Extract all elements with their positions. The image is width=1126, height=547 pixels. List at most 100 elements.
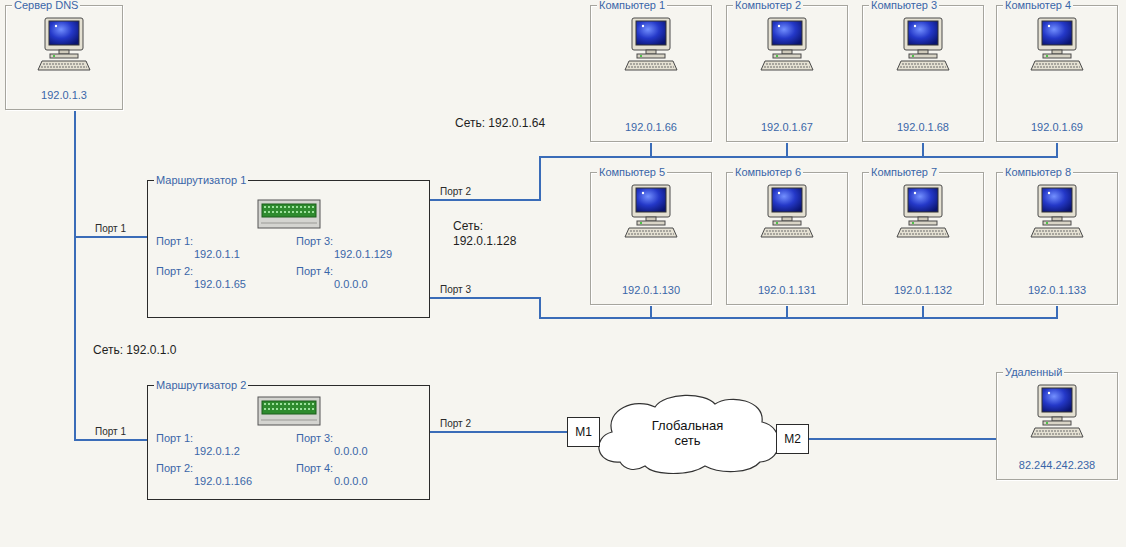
- port-cell: Порт 1:192.0.1.2: [156, 432, 296, 458]
- router-port: [300, 206, 302, 208]
- router-port: [272, 403, 274, 405]
- computer-box: Компьютер 4192.0.1.69: [996, 5, 1118, 142]
- monitor-base: [637, 54, 665, 58]
- monitor-stand: [782, 50, 792, 54]
- router-port: [300, 211, 302, 213]
- router-box: Маршрутизатор 2Порт 1:192.0.1.2Порт 3:0.…: [147, 385, 430, 500]
- power-led: [1046, 422, 1048, 424]
- screen-glint: [642, 192, 644, 194]
- monitor-base: [1043, 54, 1071, 58]
- ip-address: 0.0.0.0: [334, 445, 368, 458]
- keyboard: [761, 228, 813, 237]
- monitor-base: [773, 54, 801, 58]
- keyboard: [897, 61, 949, 70]
- router-port: [268, 206, 270, 208]
- port-cell: Порт 3:192.0.1.129: [296, 235, 432, 261]
- label-holder: Порт 2: [440, 418, 471, 430]
- network-cable: [430, 142, 923, 200]
- power-led: [776, 222, 778, 224]
- port-name: Порт 3:: [296, 235, 333, 248]
- router-panel: [262, 204, 316, 217]
- box-title: Удаленный: [1003, 366, 1064, 379]
- keyboard-keys: [1034, 64, 1080, 67]
- router-port: [312, 211, 314, 213]
- screen-glint: [1048, 392, 1050, 394]
- monitor-stand: [646, 50, 656, 54]
- port-cell: Порт 4:0.0.0.0: [296, 462, 432, 488]
- box-title: Маршрутизатор 1: [154, 174, 248, 187]
- monitor-base: [1043, 221, 1071, 225]
- modem-box: M1: [567, 417, 600, 447]
- monitor-screen: [1042, 188, 1072, 212]
- ip-address: 192.0.1.67: [761, 121, 813, 134]
- computer-box: Компьютер 8192.0.1.133: [996, 172, 1118, 305]
- computer-icon: [623, 17, 679, 71]
- screen-glint: [55, 25, 57, 27]
- keyboard-keys: [900, 64, 946, 67]
- monitor-screen: [636, 21, 666, 45]
- port-table: Порт 1:192.0.1.2Порт 3:0.0.0.0Порт 2:192…: [156, 432, 432, 488]
- modem-label: M1: [575, 425, 592, 439]
- monitor-stand: [1052, 217, 1062, 221]
- network-cable: [430, 298, 1057, 318]
- router-icon: [257, 199, 321, 229]
- keyboard: [1031, 61, 1083, 70]
- power-led: [912, 222, 914, 224]
- router-port: [264, 408, 266, 410]
- router-panel: [262, 401, 316, 414]
- ip-address: 192.0.1.68: [897, 121, 949, 134]
- computer-box: Компьютер 7192.0.1.132: [862, 172, 984, 305]
- monitor-frame: [768, 185, 806, 217]
- monitor-base: [909, 221, 937, 225]
- computer-icon: [759, 184, 815, 238]
- box-title: Компьютер 6: [733, 166, 803, 179]
- power-led: [912, 55, 914, 57]
- router-edge: [261, 223, 317, 224]
- router-port: [308, 408, 310, 410]
- label-holder: Сеть: 192.0.1.64: [455, 116, 545, 131]
- box-title: Компьютер 3: [869, 0, 939, 12]
- monitor-frame: [1038, 385, 1076, 417]
- label-holder: Сеть: 192.0.1.0: [93, 343, 176, 358]
- router-port: [264, 206, 266, 208]
- modem-box: M2: [776, 424, 809, 454]
- power-led: [1046, 222, 1048, 224]
- router-port: [276, 408, 278, 410]
- monitor-screen: [772, 21, 802, 45]
- ip-address: 82.244.242.238: [1019, 459, 1095, 472]
- port-cell: Порт 2:192.0.1.166: [156, 462, 296, 488]
- label-holder: Сеть: 192.0.1.128: [453, 219, 543, 249]
- network-cable: [430, 431, 567, 433]
- router-port: [288, 206, 290, 208]
- router-edge: [261, 420, 317, 421]
- ip-address: 192.0.1.129: [334, 248, 392, 261]
- router-port: [304, 211, 306, 213]
- ip-address: 192.0.1.65: [194, 278, 246, 291]
- monitor-frame: [768, 18, 806, 50]
- monitor-frame: [45, 18, 83, 50]
- network-label: Сеть: 192.0.1.64: [455, 116, 545, 131]
- computer-box: Компьютер 3192.0.1.68: [862, 5, 984, 142]
- router-port: [288, 408, 290, 410]
- keyboard: [625, 228, 677, 237]
- keyboard-keys: [764, 64, 810, 67]
- screen-glint: [914, 192, 916, 194]
- port-cell: Порт 3:0.0.0.0: [296, 432, 432, 458]
- computer-box: Сервер DNS192.0.1.3: [5, 5, 123, 110]
- monitor-screen: [908, 21, 938, 45]
- keyboard-keys: [900, 231, 946, 234]
- computer-icon: [895, 184, 951, 238]
- router-port: [284, 211, 286, 213]
- router-port: [272, 206, 274, 208]
- box-title: Сервер DNS: [12, 0, 80, 12]
- ip-address: 192.0.1.132: [894, 284, 952, 297]
- computer-icon: [759, 17, 815, 71]
- monitor-screen: [1042, 388, 1072, 412]
- router-port: [308, 211, 310, 213]
- router-port: [296, 403, 298, 405]
- power-led: [776, 55, 778, 57]
- router-port: [312, 403, 314, 405]
- label-holder: Порт 2: [440, 186, 471, 198]
- computer-icon: [1029, 384, 1085, 438]
- monitor-frame: [632, 18, 670, 50]
